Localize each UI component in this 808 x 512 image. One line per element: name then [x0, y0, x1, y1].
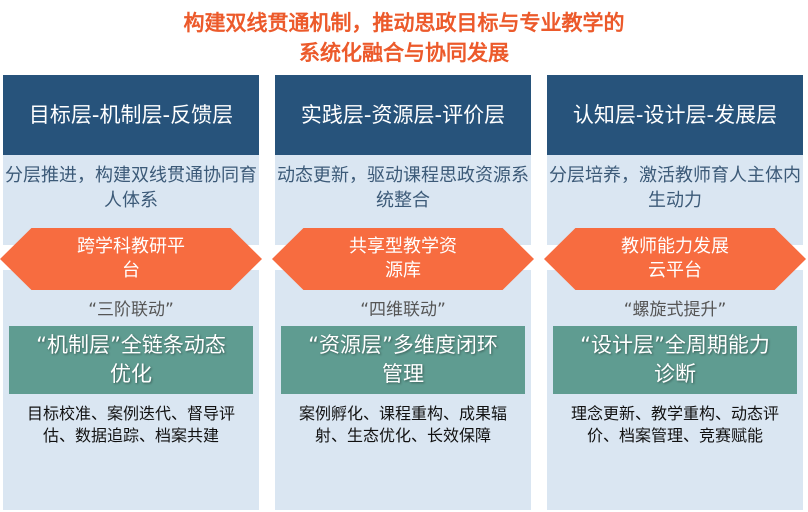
action-list: 案例孵化、课程重构、成果辐射、生态优化、长效保障	[299, 404, 508, 445]
linkage-quote: “螺旋式提升”	[623, 300, 727, 320]
column-3: 认知层-设计层-发展层 分层培养，激活教师育人主体内生动力 教师能力发展云平台 …	[544, 75, 806, 510]
linkage-quote: “四维联动”	[360, 300, 446, 320]
linkage-quote: “三阶联动”	[88, 300, 174, 320]
column-header: 实践层-资源层-评价层	[275, 75, 531, 155]
column-header: 认知层-设计层-发展层	[547, 75, 803, 155]
column-2: 实践层-资源层-评价层 动态更新，驱动课程思政资源系统整合 共享型教学资源库 “…	[272, 75, 534, 510]
action-list: 目标校准、案例迭代、督导评估、数据追踪、档案共建	[27, 404, 236, 445]
platform-hexagon: 教师能力发展云平台	[544, 228, 806, 290]
column-header: 目标层-机制层-反馈层	[3, 75, 259, 155]
focus-box: “资源层”多维度闭环管理	[281, 326, 525, 394]
platform-hexagon: 共享型教学资源库	[272, 228, 534, 290]
diagram-title: 构建双线贯通机制，推动思政目标与专业教学的 系统化融合与协同发展	[0, 8, 808, 68]
column-1: 目标层-机制层-反馈层 分层推进，构建双线贯通协同育人体系 跨学科教研平台 “三…	[0, 75, 262, 510]
title-line-2: 系统化融合与协同发展	[299, 41, 509, 65]
focus-box: “设计层”全周期能力诊断	[553, 326, 797, 394]
action-list: 理念更新、教学重构、动态评价、档案管理、竞赛赋能	[571, 404, 780, 445]
title-line-1: 构建双线贯通机制，推动思政目标与专业教学的	[183, 11, 625, 35]
platform-hexagon: 跨学科教研平台	[0, 228, 262, 290]
focus-box: “机制层”全链条动态优化	[9, 326, 253, 394]
